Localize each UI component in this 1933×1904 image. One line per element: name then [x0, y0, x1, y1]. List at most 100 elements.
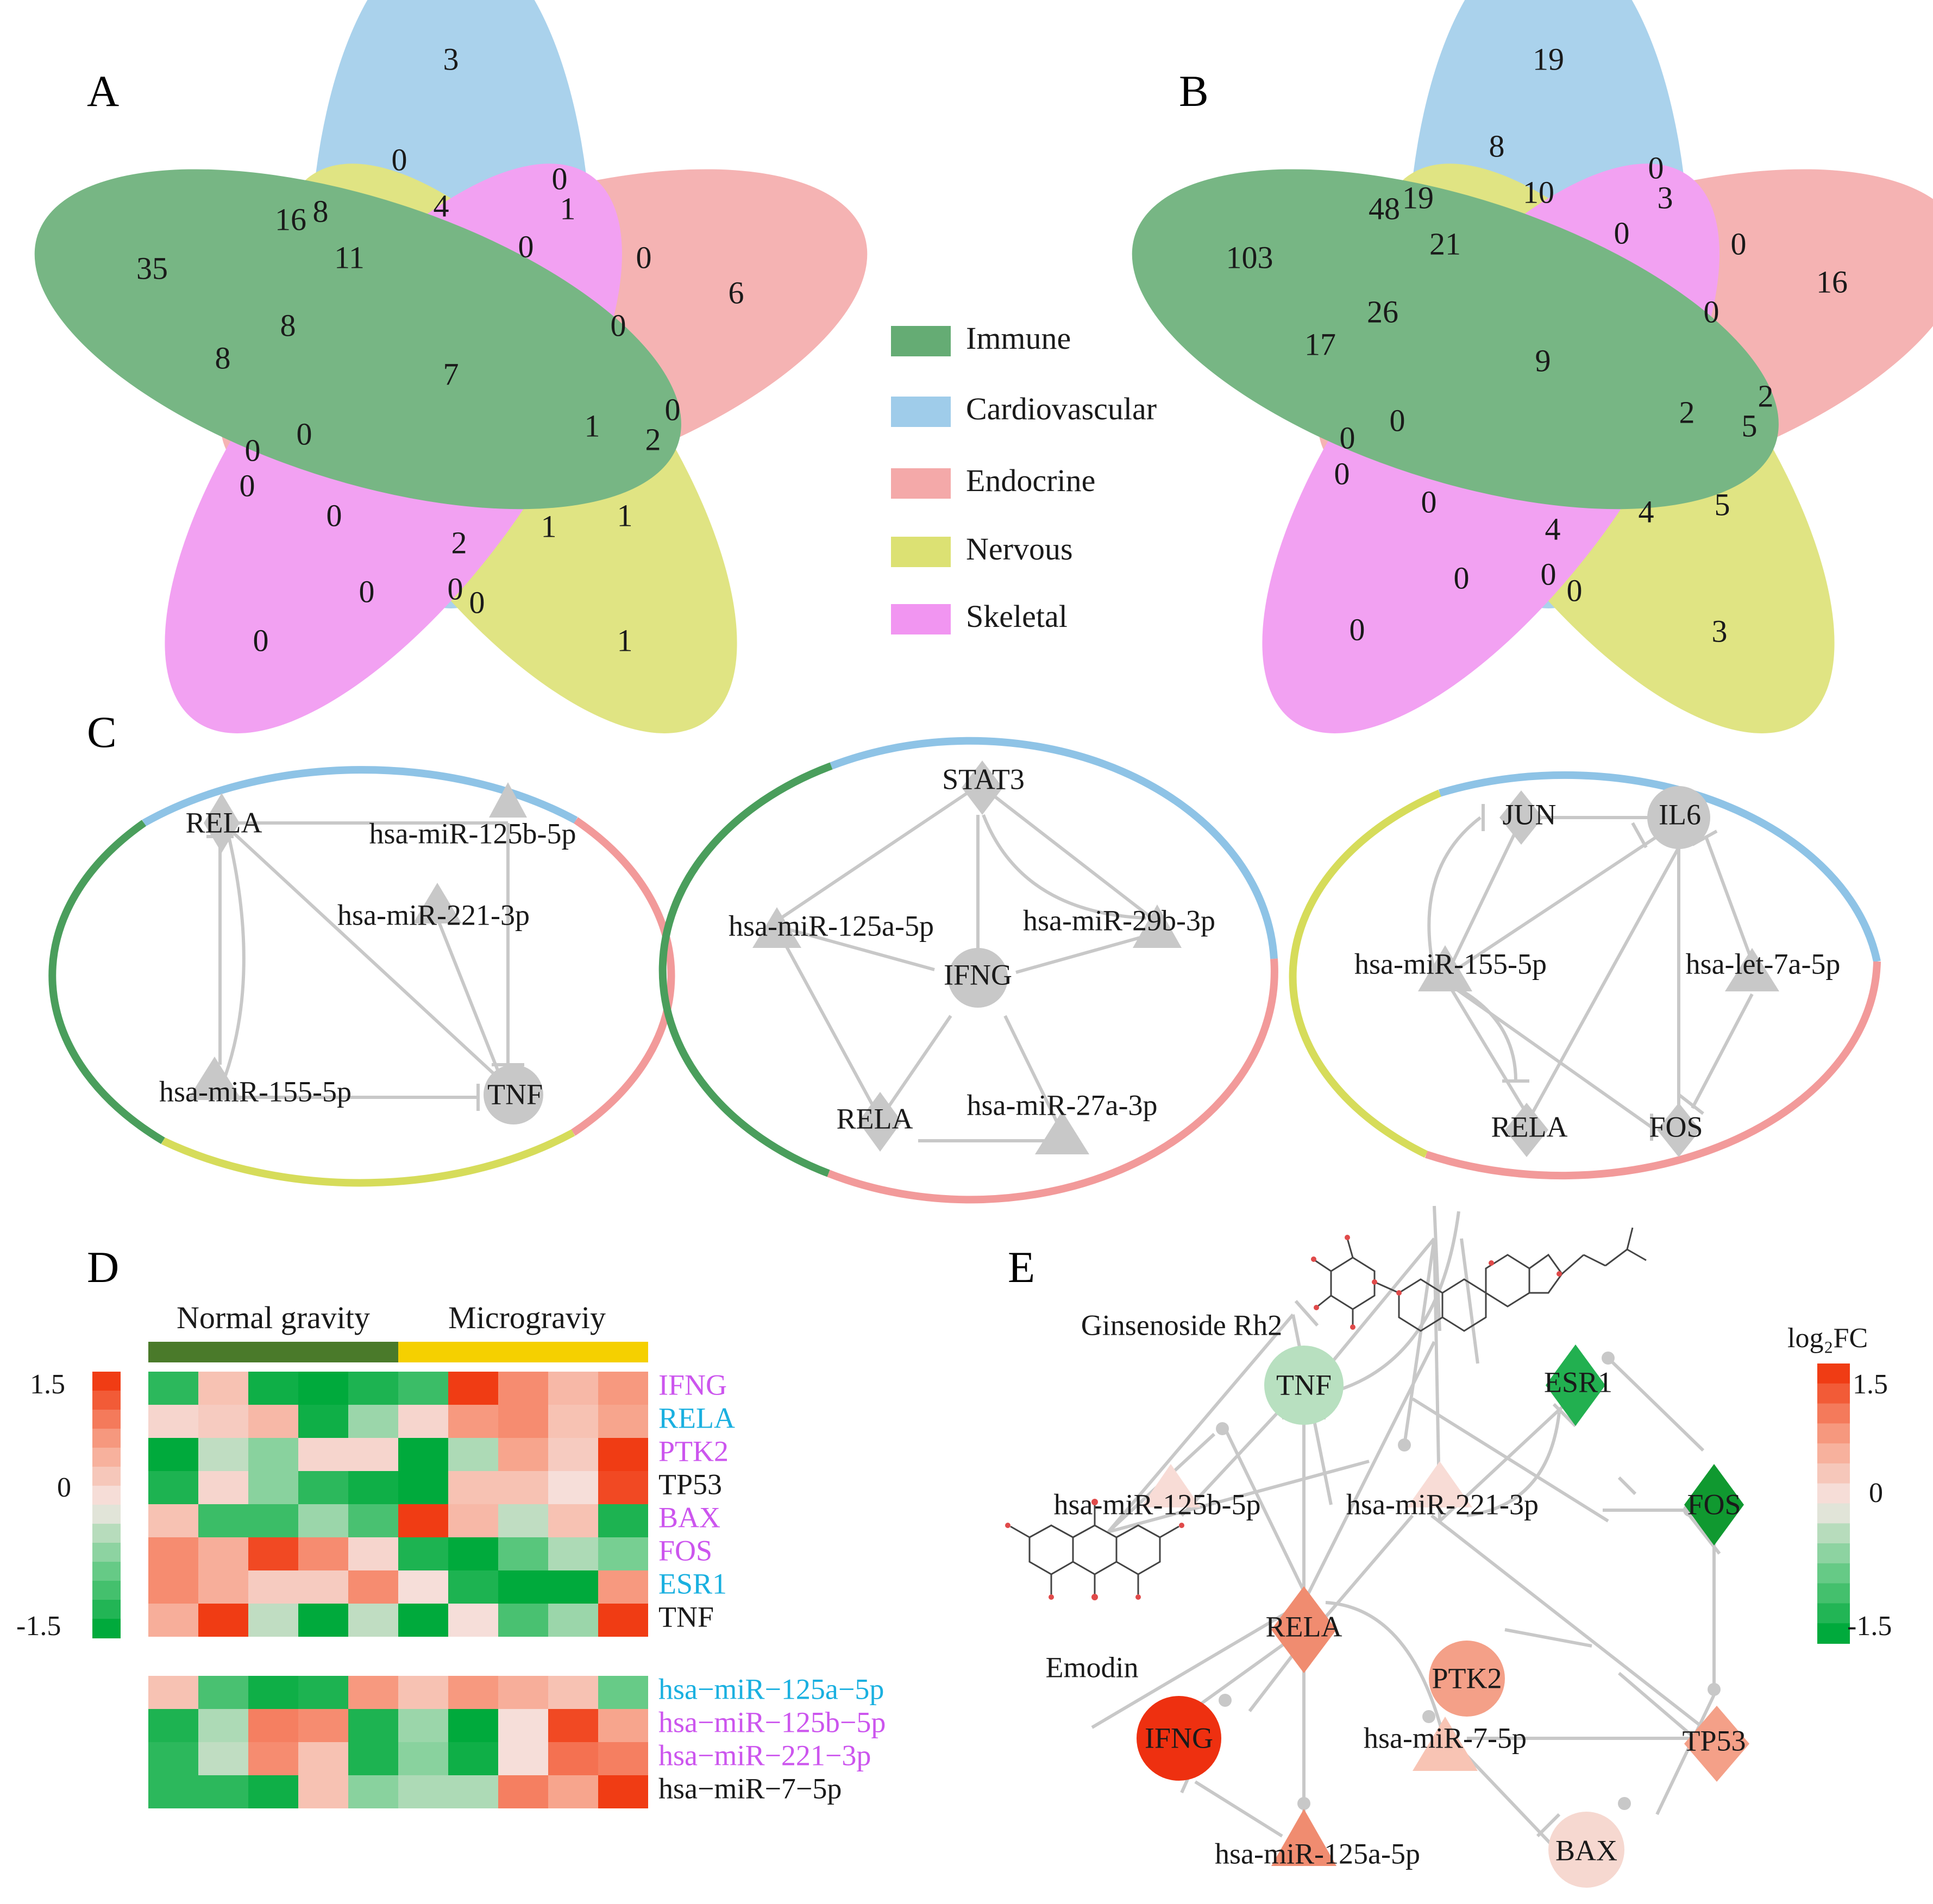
hm-label-mir7: hsa−miR−7−5p [658, 1772, 842, 1805]
node-shape-rela [858, 1092, 902, 1152]
scale-step [92, 1562, 121, 1581]
venn-legend: Immune Cardiovascular Endocrine Nervous … [891, 321, 1157, 634]
heatmap-cell [548, 1405, 598, 1438]
venn-b-region: 0 [1390, 403, 1405, 438]
heatmap-cell [248, 1742, 298, 1775]
emodin-atoms [1005, 1499, 1184, 1600]
scale-step [1817, 1443, 1850, 1464]
heatmap-cell [548, 1570, 598, 1604]
venn-a-region: 0 [327, 498, 342, 533]
heatmap-cell [548, 1537, 598, 1570]
ginsenoside-rh2-structure [1314, 1227, 1647, 1332]
venn-a-region: 0 [448, 571, 463, 606]
venn-a-region: 0 [253, 623, 269, 658]
venn-b-region: 0 [1421, 484, 1437, 519]
e-node-label-bax: BAX [1555, 1834, 1617, 1867]
legend-swatch-skeletal [891, 604, 951, 634]
heatmap-cell [148, 1742, 198, 1775]
venn-b-region: 3 [1712, 613, 1728, 649]
heatmap-cell [498, 1775, 548, 1808]
heatmap-cell [248, 1438, 298, 1471]
node-shape-stat3 [962, 761, 1003, 815]
heatmap-cell [498, 1405, 548, 1438]
network-e-nodes [1137, 1344, 1749, 1888]
panel-label-c: C [87, 707, 117, 757]
heatmap-cell [498, 1438, 548, 1471]
panel-label-b: B [1179, 66, 1209, 116]
heatmap-cell [148, 1537, 198, 1570]
heatmap-cell [398, 1372, 448, 1405]
heatmap-cell [198, 1742, 248, 1775]
heatmap-cell [398, 1742, 448, 1775]
heatmap-cell [298, 1438, 348, 1471]
heatmap-cell [148, 1676, 198, 1709]
heatmap-cell [148, 1775, 198, 1808]
scale-step [1817, 1503, 1850, 1524]
node-label-rela: RELA [837, 1102, 913, 1135]
heatmap-cell [348, 1372, 398, 1405]
heatmap-cell [298, 1504, 348, 1537]
heatmap-cell [398, 1405, 448, 1438]
venn-b-region: 0 [1731, 226, 1747, 261]
venn-b-region: 2 [1758, 378, 1774, 413]
legend-swatch-cardiovascular [891, 397, 951, 427]
e-scale-title: log₂FC [1787, 1323, 1868, 1354]
heatmap-cell [148, 1604, 198, 1637]
hm-label-fos: FOS [658, 1534, 712, 1567]
heatmap-cell [448, 1537, 498, 1570]
heatmap-cell [198, 1471, 248, 1504]
venn-b-region-labels: 19 8 0 19 10 3 48 21 0 0 16 103 26 17 0 … [1226, 41, 1848, 649]
heatmap-cell [248, 1471, 298, 1504]
e-node-label-mir221: hsa-miR-221-3p [1346, 1488, 1539, 1520]
heatmap-cell [248, 1372, 298, 1405]
heatmap-cell [548, 1438, 598, 1471]
group-bar-normal [148, 1342, 398, 1362]
node-shape-mir155 [1418, 945, 1472, 991]
venn-b-region: 0 [1541, 556, 1557, 592]
heatmap-cell [398, 1537, 448, 1570]
venn-a-region: 1 [617, 623, 633, 658]
venn-a-ellipse-immune [34, 169, 681, 510]
heatmap-cell [298, 1405, 348, 1438]
venn-a-region: 2 [645, 422, 661, 457]
venn-a-region: 0 [469, 585, 485, 620]
heatmap-genes [148, 1372, 648, 1637]
node-shape-mir221 [413, 883, 462, 923]
node-label-tnf: TNF [487, 1078, 543, 1110]
heatmap-cell [498, 1504, 548, 1537]
e-node-rela-shape [1271, 1586, 1336, 1673]
heatmap-cell [548, 1709, 598, 1742]
scale-step [1817, 1363, 1850, 1384]
hm-label-rela: RELA [658, 1402, 735, 1434]
group-label-micro: Micrograviy [448, 1300, 606, 1335]
heatmap-cell [398, 1676, 448, 1709]
e-scale-max: 1.5 [1853, 1369, 1888, 1400]
scale-step [92, 1410, 121, 1429]
heatmap-cell [498, 1537, 548, 1570]
venn-a-region: 0 [518, 229, 534, 264]
heatmap-cell [198, 1604, 248, 1637]
heatmap-cell [198, 1405, 248, 1438]
venn-b-region: 103 [1226, 240, 1273, 275]
heatmap-cell [148, 1405, 198, 1438]
hm-label-mir125b: hsa−miR−125b−5p [658, 1706, 886, 1738]
node-label-mir29b: hsa-miR-29b-3p [1023, 904, 1215, 937]
heatmap-cell [598, 1405, 648, 1438]
venn-a-region: 8 [215, 340, 231, 375]
scale-step [92, 1448, 121, 1467]
heatmap-cell [298, 1604, 348, 1637]
scale-step [1817, 1563, 1850, 1584]
heatmap-cell [248, 1676, 298, 1709]
heatmap-cell [598, 1372, 648, 1405]
heatmap-cell [198, 1438, 248, 1471]
venn-b-region: 0 [1350, 612, 1365, 647]
venn-a-region: 11 [334, 240, 365, 275]
legend-label-immune: Immune [966, 321, 1071, 356]
e-node-label-tnf: TNF [1276, 1368, 1332, 1401]
venn-b-ellipse-immune [1132, 169, 1779, 510]
scale-step [92, 1619, 121, 1638]
hm-label-bax: BAX [658, 1501, 720, 1534]
scale-step [1817, 1523, 1850, 1544]
venn-a [34, 0, 868, 733]
hm-label-mir125a: hsa−miR−125a−5p [658, 1673, 884, 1705]
